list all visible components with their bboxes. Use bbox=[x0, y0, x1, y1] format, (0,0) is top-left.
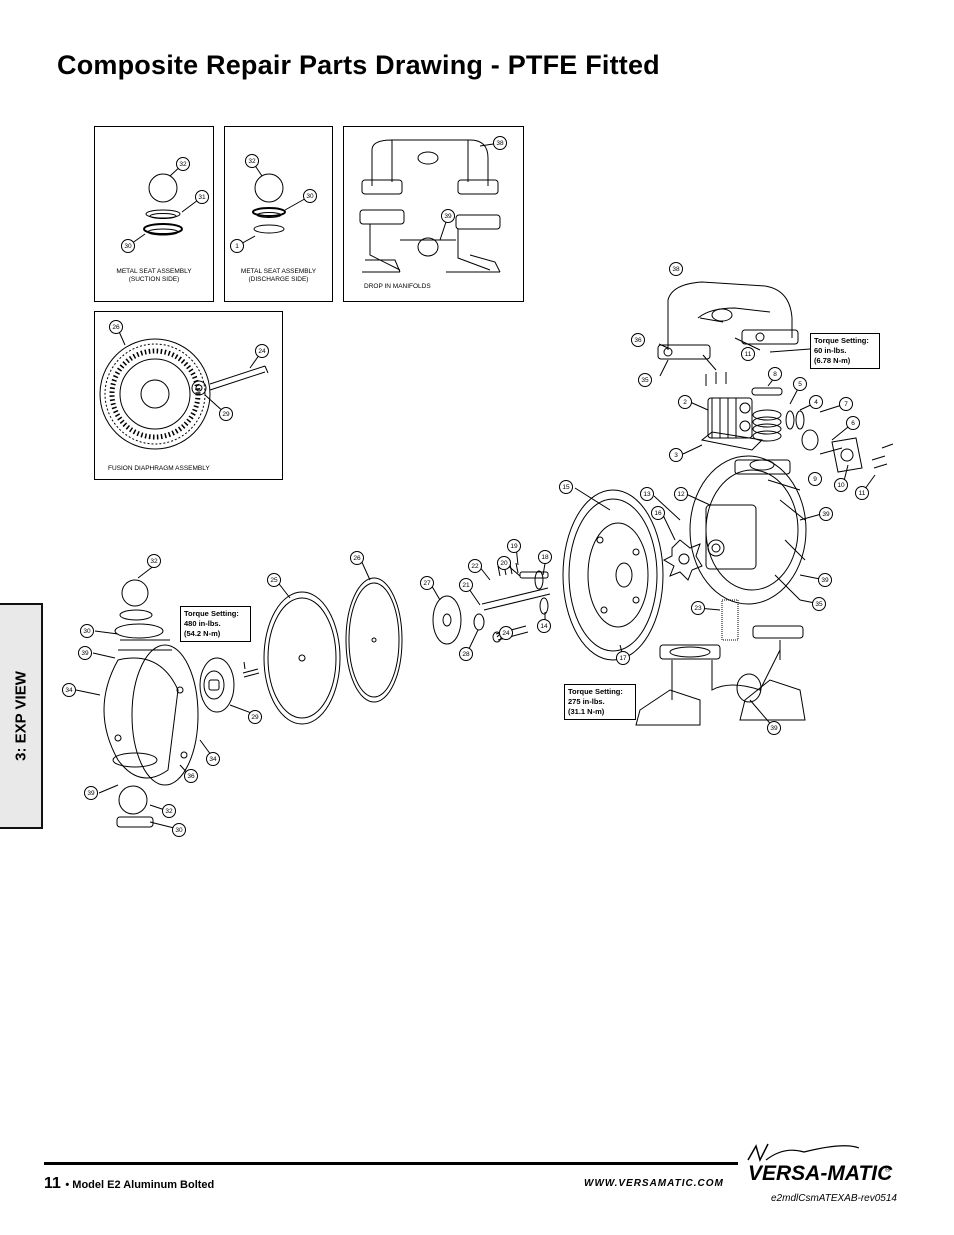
callout: 34 bbox=[206, 752, 220, 766]
callout: 35 bbox=[638, 373, 652, 387]
torque-box-left: Torque Setting: 480 in-lbs. (54.2 N-m) bbox=[180, 606, 251, 642]
callout: 15 bbox=[559, 480, 573, 494]
callout: 29 bbox=[248, 710, 262, 724]
callout: 39 bbox=[441, 209, 455, 223]
callout: 9 bbox=[808, 472, 822, 486]
torque-heading: Torque Setting: bbox=[184, 609, 239, 618]
callout: 36 bbox=[184, 769, 198, 783]
callout: 25 bbox=[267, 573, 281, 587]
callout: 10 bbox=[834, 478, 848, 492]
inset-fusion-diaphragm bbox=[94, 311, 283, 480]
footer-page-info: 11 • Model E2 Aluminum Bolted bbox=[44, 1175, 214, 1193]
callout: 36 bbox=[631, 333, 645, 347]
callout: 34 bbox=[62, 683, 76, 697]
svg-text:®: ® bbox=[885, 1166, 891, 1174]
callout: 12 bbox=[674, 487, 688, 501]
callout: 11 bbox=[741, 347, 755, 361]
model-name: • Model E2 Aluminum Bolted bbox=[65, 1179, 215, 1191]
callout: 38 bbox=[493, 136, 507, 150]
torque-box-upper: Torque Setting: 60 in-lbs. (6.78 N-m) bbox=[810, 333, 880, 369]
callout: 19 bbox=[507, 539, 521, 553]
callout: 1 bbox=[230, 239, 244, 253]
callout: 7 bbox=[839, 397, 853, 411]
callout: 31 bbox=[195, 190, 209, 204]
callout: 39 bbox=[818, 573, 832, 587]
callout: 13 bbox=[640, 487, 654, 501]
callout: 24 bbox=[499, 626, 513, 640]
callout: 29 bbox=[219, 407, 233, 421]
torque-heading: Torque Setting: bbox=[814, 336, 869, 345]
torque-value: 60 in-lbs. bbox=[814, 346, 847, 355]
callout: 26 bbox=[350, 551, 364, 565]
discharge-seat-caption: METAL SEAT ASSEMBLY (DISCHARGE SIDE) bbox=[240, 268, 317, 283]
torque-metric: (6.78 N-m) bbox=[814, 356, 851, 365]
document-reference: e2mdlCsmATEXAB-rev0514 bbox=[771, 1193, 897, 1204]
callout: 32 bbox=[162, 804, 176, 818]
callout: 28 bbox=[459, 647, 473, 661]
callout: 35 bbox=[812, 597, 826, 611]
callout: 23 bbox=[691, 601, 705, 615]
callout: 32 bbox=[176, 157, 190, 171]
callout: 27 bbox=[420, 576, 434, 590]
callout: 30 bbox=[303, 189, 317, 203]
callout: 5 bbox=[793, 377, 807, 391]
callout: 11 bbox=[855, 486, 869, 500]
torque-value: 275 in-lbs. bbox=[568, 697, 605, 706]
inset-drop-in-manifolds bbox=[343, 126, 524, 302]
callout: 39 bbox=[819, 507, 833, 521]
callout: 30 bbox=[172, 823, 186, 837]
torque-heading: Torque Setting: bbox=[568, 687, 623, 696]
callout: 32 bbox=[245, 154, 259, 168]
manifolds-caption: DROP IN MANIFOLDS bbox=[364, 283, 431, 290]
callout: 38 bbox=[669, 262, 683, 276]
callout: 26 bbox=[109, 320, 123, 334]
torque-metric: (54.2 N-m) bbox=[184, 629, 221, 638]
website-link[interactable]: WWW.VERSAMATIC.COM bbox=[584, 1178, 724, 1189]
callout: 14 bbox=[537, 619, 551, 633]
brand-wordmark: VERSA-MATIC bbox=[748, 1162, 893, 1185]
callout: 39 bbox=[767, 721, 781, 735]
callout: 30 bbox=[80, 624, 94, 638]
torque-box-lower: Torque Setting: 275 in-lbs. (31.1 N-m) bbox=[564, 684, 636, 720]
torque-value: 480 in-lbs. bbox=[184, 619, 221, 628]
callout: 4 bbox=[809, 395, 823, 409]
callout: 6 bbox=[846, 416, 860, 430]
callout: 20 bbox=[497, 556, 511, 570]
page-number: 11 bbox=[44, 1175, 61, 1192]
section-tab[interactable]: 3: EXP VIEW bbox=[0, 603, 43, 829]
callout: 18 bbox=[538, 550, 552, 564]
fusion-caption: FUSION DIAPHRAGM ASSEMBLY bbox=[108, 465, 210, 472]
callout: 39 bbox=[84, 786, 98, 800]
callout: 16 bbox=[651, 506, 665, 520]
callout: 8 bbox=[768, 367, 782, 381]
callout: 30 bbox=[121, 239, 135, 253]
callout: 39 bbox=[78, 646, 92, 660]
footer-rule bbox=[44, 1162, 738, 1165]
suction-seat-caption: METAL SEAT ASSEMBLY (SUCTION SIDE) bbox=[116, 268, 192, 283]
callout: 2 bbox=[678, 395, 692, 409]
page-title: Composite Repair Parts Drawing - PTFE Fi… bbox=[57, 50, 660, 80]
torque-metric: (31.1 N-m) bbox=[568, 707, 605, 716]
versa-matic-logo: VERSA-MATIC ® bbox=[747, 1143, 893, 1185]
callout: 22 bbox=[468, 559, 482, 573]
callout: 3 bbox=[669, 448, 683, 462]
callout: 32 bbox=[147, 554, 161, 568]
callout: 24 bbox=[255, 344, 269, 358]
callout: 17 bbox=[616, 651, 630, 665]
callout: 21 bbox=[459, 578, 473, 592]
inset-discharge-seat bbox=[224, 126, 333, 302]
